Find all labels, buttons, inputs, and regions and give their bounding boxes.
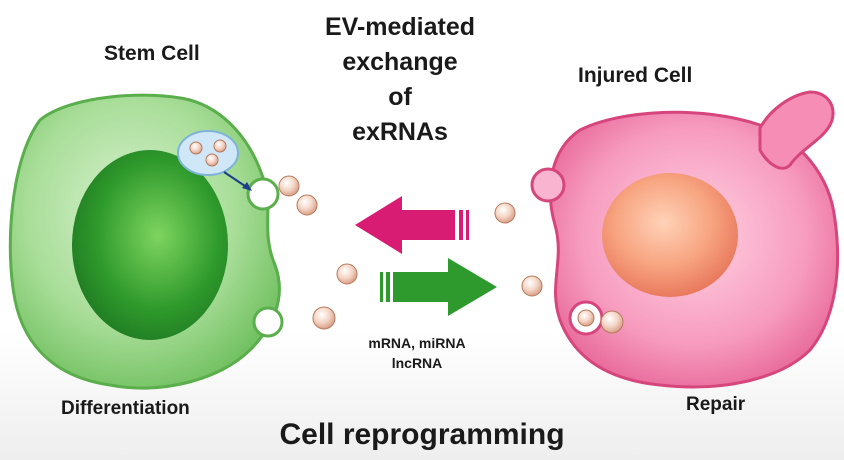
- injured-cell: [530, 90, 840, 389]
- extracellular-vesicle-icon: [296, 194, 318, 216]
- differentiation-label: Differentiation: [61, 398, 190, 419]
- repair-label: Repair: [686, 394, 746, 415]
- extracellular-vesicle-icon: [577, 309, 595, 327]
- extracellular-vesicle-icon: [494, 202, 516, 224]
- extracellular-vesicle-icon: [213, 139, 227, 153]
- extracellular-vesicle-icon: [521, 275, 543, 297]
- left-arrow-icon: [355, 196, 469, 254]
- injured-protrusion: [758, 90, 835, 170]
- extracellular-vesicle-icon: [189, 141, 203, 155]
- exchange-title-line: exchange: [342, 48, 458, 76]
- extracellular-vesicle-icon: [312, 306, 336, 330]
- stem-budding-vesicle: [252, 306, 284, 338]
- stem-cell-label: Stem Cell: [104, 42, 200, 65]
- exchange-title-line: EV-mediated: [324, 13, 476, 41]
- exchange-title-line: of: [388, 83, 412, 111]
- footer-title: Cell reprogramming: [279, 418, 565, 451]
- extracellular-vesicle-icon: [600, 310, 624, 334]
- extracellular-vesicle-icon: [278, 175, 300, 197]
- injured-cell-label: Injured Cell: [578, 64, 693, 87]
- secretion-pointer-icon: [223, 171, 249, 189]
- extracellular-vesicle-icon: [205, 153, 219, 167]
- rna-cargo-line: lncRNA: [391, 355, 443, 371]
- stem-cell-nucleus: [72, 150, 228, 340]
- extracellular-vesicles: [278, 175, 624, 334]
- injured-budding-vesicle: [530, 167, 566, 203]
- secretion-pointer-icon: [242, 182, 252, 191]
- rna-cargo-label: mRNA, miRNA lncRNA: [352, 333, 482, 373]
- extracellular-vesicle-icon: [336, 263, 358, 285]
- right-arrow-icon: [380, 258, 497, 316]
- rna-cargo-line: mRNA, miRNA: [368, 335, 466, 351]
- stem-cell: [8, 93, 284, 390]
- exchange-title: EV-mediated exchange of exRNAs: [300, 10, 500, 150]
- multivesicular-body: [177, 130, 239, 176]
- injured-cell-nucleus: [602, 173, 738, 297]
- exchange-title-line: exRNAs: [352, 118, 448, 146]
- stem-budding-vesicle: [246, 177, 280, 211]
